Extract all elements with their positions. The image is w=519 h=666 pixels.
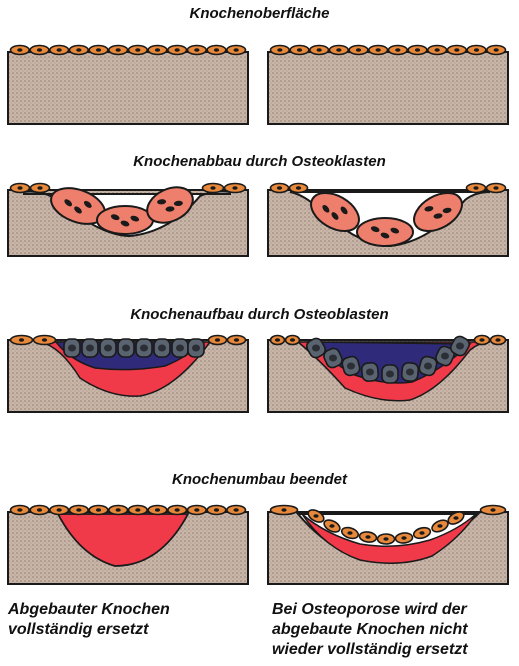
osteoblast-nucleus [347, 363, 355, 370]
lining-cell-nucleus [116, 48, 121, 52]
lining-cell-nucleus [453, 516, 458, 520]
lining-cell-nucleus [175, 508, 180, 512]
lining-cell-nucleus [57, 48, 62, 52]
lining-cell-nucleus [495, 338, 500, 342]
lining-cell-nucleus [232, 186, 237, 190]
osteoblast-nucleus [122, 345, 130, 352]
lining-cell-nucleus [96, 508, 101, 512]
lining-cell-nucleus [37, 186, 42, 190]
lining-cell-nucleus [383, 537, 388, 541]
lining-cell-nucleus [135, 48, 140, 52]
lining-cell-nucleus [76, 48, 81, 52]
lining-cell-nucleus [473, 186, 478, 190]
lining-cell-nucleus [313, 514, 318, 518]
lining-cell-nucleus [494, 48, 499, 52]
lining-cell-nucleus [17, 186, 22, 190]
lining-cell-nucleus [42, 338, 47, 342]
osteoblast-nucleus [456, 343, 464, 350]
osteoblast-nucleus [86, 345, 94, 352]
lining-cell-nucleus [17, 48, 22, 52]
osteoblast-nucleus [104, 345, 112, 352]
lining-cell-nucleus [277, 186, 282, 190]
lining-cell-nucleus [234, 338, 239, 342]
lining-cell-nucleus [490, 508, 495, 512]
lining-cell-nucleus [57, 508, 62, 512]
lining-cell-nucleus [454, 48, 459, 52]
lining-cell-nucleus [155, 508, 160, 512]
lining-cell-nucleus [275, 338, 280, 342]
lining-cell-nucleus [194, 48, 199, 52]
lining-cell-nucleus [76, 508, 81, 512]
lining-cell-nucleus [281, 508, 286, 512]
osteoblast-nucleus [386, 371, 394, 378]
caption-right-line-1: Bei Osteoporose wird der [272, 600, 468, 620]
lining-cell-nucleus [437, 524, 442, 528]
lining-cell-nucleus [376, 48, 381, 52]
lining-cell-nucleus [297, 48, 302, 52]
osteoblast-nucleus [424, 363, 432, 370]
osteoclast [97, 206, 153, 234]
lining-cell-nucleus [479, 338, 484, 342]
bone-block [8, 52, 248, 124]
lining-cell-nucleus [336, 48, 341, 52]
lining-cell-nucleus [356, 48, 361, 52]
osteoblast-nucleus [68, 345, 76, 352]
lining-cell-nucleus [96, 48, 101, 52]
caption-left-line-1: Abgebauter Knochen [8, 600, 170, 620]
lining-cell-nucleus [135, 508, 140, 512]
lining-cell-nucleus [37, 508, 42, 512]
osteoblast-nucleus [312, 345, 320, 352]
osteoblast-nucleus [176, 345, 184, 352]
caption-right-line-2: abgebaute Knochen nicht [272, 620, 468, 640]
caption-left-line-2: vollständig ersetzt [8, 620, 170, 640]
lining-cell-nucleus [277, 48, 282, 52]
osteoblast-nucleus [192, 345, 200, 352]
lining-cell-nucleus [175, 48, 180, 52]
lining-cell-nucleus [317, 48, 322, 52]
lining-cell-nucleus [234, 508, 239, 512]
osteoblast-nucleus [406, 369, 414, 376]
lining-cell-nucleus [493, 186, 498, 190]
caption-right-line-3: wieder vollständig ersetzt [272, 640, 468, 660]
osteoblast-nucleus [329, 355, 337, 362]
osteoblast-nucleus [140, 345, 148, 352]
osteoblast-nucleus [158, 345, 166, 352]
lining-cell-nucleus [210, 186, 215, 190]
lining-cell-nucleus [474, 48, 479, 52]
lining-cell-nucleus [17, 508, 22, 512]
osteoblast-nucleus [441, 353, 449, 360]
bone-block [268, 52, 508, 124]
osteoclast [357, 218, 413, 246]
lining-cell-nucleus [296, 186, 301, 190]
caption-left: Abgebauter Knochen vollständig ersetzt [8, 600, 170, 640]
caption-right: Bei Osteoporose wird der abgebaute Knoch… [272, 600, 468, 660]
lining-cell-nucleus [347, 531, 352, 535]
lining-cell-nucleus [401, 536, 406, 540]
lining-cell-nucleus [116, 508, 121, 512]
lining-cell-nucleus [215, 338, 220, 342]
lining-cell-nucleus [214, 48, 219, 52]
lining-cell-nucleus [194, 508, 199, 512]
lining-cell-nucleus [290, 338, 295, 342]
osteoblast-nucleus [366, 369, 374, 376]
lining-cell-nucleus [415, 48, 420, 52]
lining-cell-nucleus [395, 48, 400, 52]
lining-cell-nucleus [365, 535, 370, 539]
lining-cell-nucleus [214, 508, 219, 512]
lining-cell-nucleus [329, 524, 334, 528]
lining-cell-nucleus [155, 48, 160, 52]
lining-cell-nucleus [419, 531, 424, 535]
lining-cell-nucleus [435, 48, 440, 52]
lining-cell-nucleus [37, 48, 42, 52]
lining-cell-nucleus [19, 338, 24, 342]
lining-cell-nucleus [234, 48, 239, 52]
